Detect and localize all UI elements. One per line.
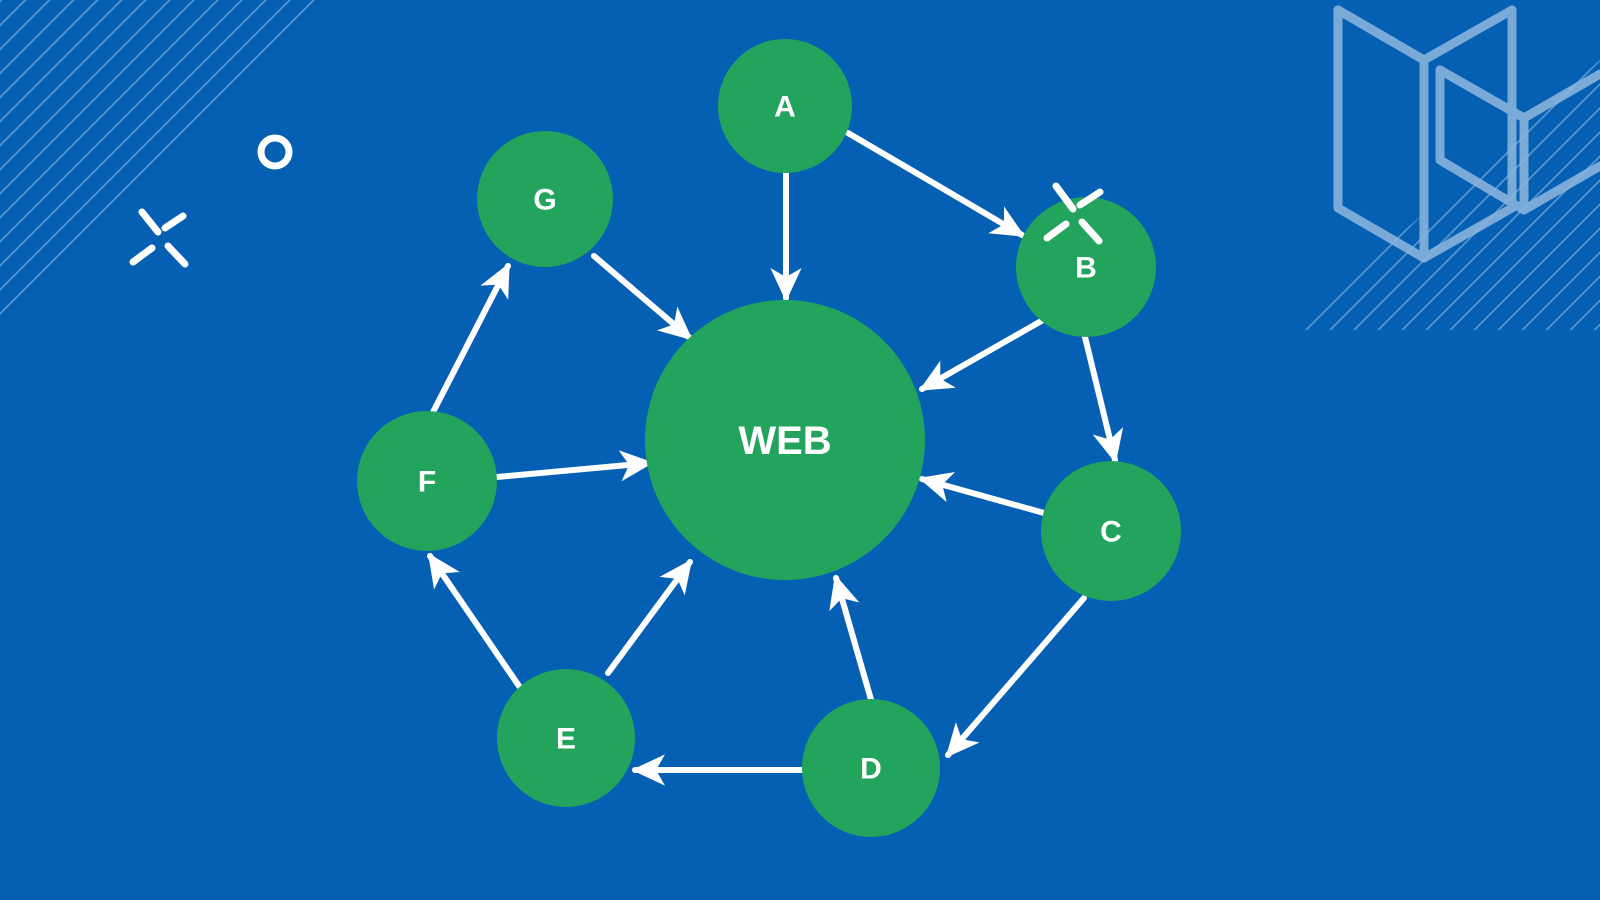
edge-f-g xyxy=(427,262,511,421)
isometric-cube-outline xyxy=(1333,5,1600,263)
node-circle-web[interactable] xyxy=(645,300,925,580)
edge-d-web xyxy=(829,574,875,706)
node-circle-c[interactable] xyxy=(1041,461,1181,601)
node-circle-a[interactable] xyxy=(718,39,852,173)
node-g[interactable]: G xyxy=(477,131,613,267)
node-circle-d[interactable] xyxy=(802,699,940,837)
edge-g-web xyxy=(591,253,693,341)
node-circle-b[interactable] xyxy=(1016,197,1156,337)
sparkle-left xyxy=(129,208,189,268)
edge-group xyxy=(427,130,1124,786)
node-e[interactable]: E xyxy=(497,669,635,807)
edge-b-web xyxy=(918,317,1046,392)
node-circle-f[interactable] xyxy=(357,411,497,551)
node-web[interactable]: WEB xyxy=(645,300,925,580)
edge-e-f xyxy=(427,553,522,689)
node-b[interactable]: B xyxy=(1016,197,1156,337)
sparkle-on-node-b xyxy=(1043,182,1104,245)
edge-f-web xyxy=(494,450,654,482)
ring-circle xyxy=(257,134,293,170)
node-d[interactable]: D xyxy=(802,699,940,837)
node-c[interactable]: C xyxy=(1041,461,1181,601)
node-circle-g[interactable] xyxy=(477,131,613,267)
edge-e-web xyxy=(605,559,693,676)
node-a[interactable]: A xyxy=(718,39,852,173)
edge-a-b xyxy=(845,130,1026,238)
edge-c-d xyxy=(945,595,1087,758)
edge-c-web xyxy=(918,472,1047,516)
node-circle-e[interactable] xyxy=(497,669,635,807)
edge-b-c xyxy=(1082,334,1124,464)
node-f[interactable]: F xyxy=(357,411,497,551)
